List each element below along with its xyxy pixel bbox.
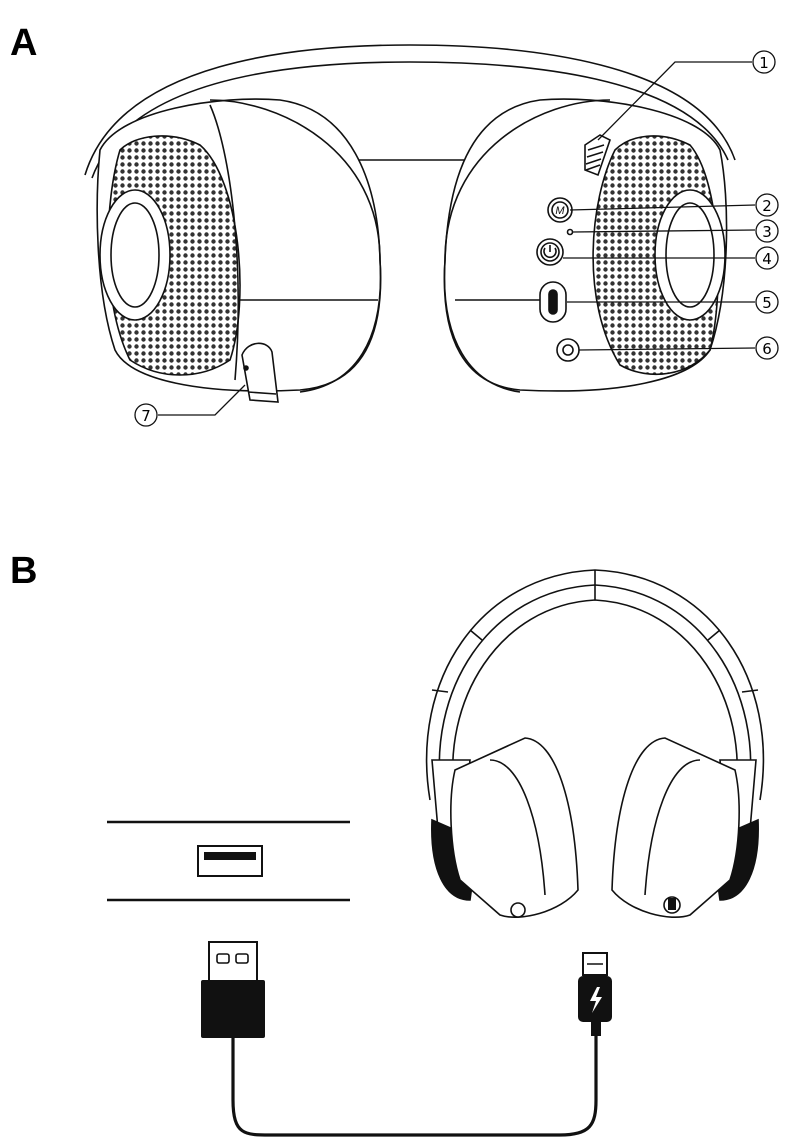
volume-wheel — [584, 134, 611, 177]
lightning-bolt-icon — [590, 987, 602, 1013]
computer-usb-port — [107, 820, 350, 902]
usb-a-plug-body — [201, 980, 265, 1038]
left-ear-cup — [96, 98, 382, 393]
callout-2: 2 — [762, 197, 772, 215]
right-ear-cup — [443, 98, 728, 393]
callout-7: 7 — [141, 407, 151, 425]
callout-5: 5 — [762, 294, 772, 312]
callout-6: 6 — [762, 340, 772, 358]
mode-button-letter: M — [555, 205, 565, 217]
led-indicator — [566, 228, 574, 236]
callout-3: 3 — [762, 223, 772, 241]
callout-circles — [134, 50, 779, 427]
callout-1: 1 — [759, 54, 769, 72]
usb-a-plug-tip — [208, 941, 258, 983]
microphone-stub — [241, 342, 279, 403]
headphones-folded-view — [425, 569, 765, 918]
panel-b-label: B — [10, 550, 38, 592]
callout-leaders — [158, 61, 756, 416]
callout-4: 4 — [762, 250, 772, 268]
headphones-front-view — [84, 44, 736, 403]
panel-a-label: A — [10, 22, 38, 64]
charging-cable — [201, 941, 612, 1137]
